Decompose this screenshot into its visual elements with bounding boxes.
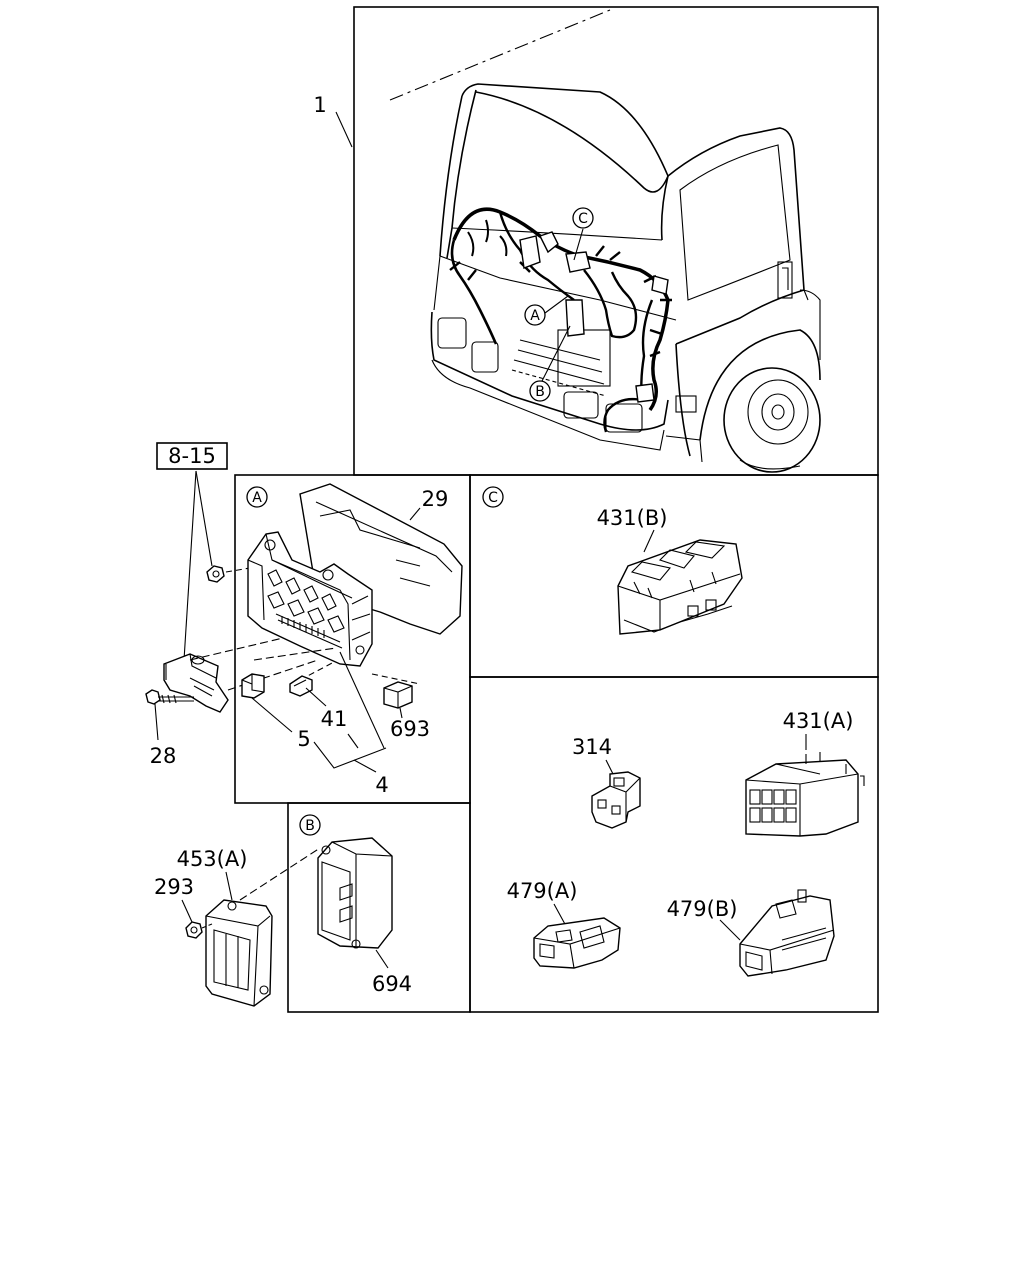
module-453A-illustration (205, 899, 273, 1007)
part-label-314: 314 (572, 735, 612, 759)
connector-479B-illustration (739, 889, 835, 977)
truck-cab-illustration (389, 9, 821, 473)
panel-B-callout: B (299, 814, 321, 836)
part-label-431B: 431(B) (597, 506, 668, 530)
reference-box (156, 442, 228, 470)
panel-B-letter: B (305, 818, 315, 834)
callout-B-letter: B (535, 384, 545, 400)
fuse-box-body (247, 531, 373, 667)
part-label-28: 28 (150, 744, 177, 768)
bolt-part-illustration (145, 689, 194, 741)
connector-314-illustration (591, 771, 641, 829)
wiring-harness (449, 207, 672, 433)
part-label-694: 694 (372, 972, 412, 996)
control-unit-694-illustration (317, 837, 393, 949)
panel-C-letter: C (488, 490, 498, 506)
relay-693-illustration (383, 681, 413, 709)
nut-293-illustration (185, 921, 203, 939)
part-label-29: 29 (422, 487, 449, 511)
part-label-453A: 453(A) (177, 847, 248, 871)
part-label-1: 1 (313, 93, 326, 117)
connector-431A-illustration (745, 752, 865, 837)
callout-A-letter: A (530, 308, 540, 324)
connector-479A-illustration (533, 917, 621, 969)
part-label-431A: 431(A) (783, 709, 854, 733)
cab-callout-leaders (335, 111, 584, 382)
callout-A-top: A (524, 304, 546, 326)
relay-part-illustration (241, 673, 265, 699)
part-label-4: 4 (375, 773, 388, 797)
part-label-479B: 479(B) (667, 897, 738, 921)
connector-431B-illustration (617, 539, 743, 635)
panel-C-callout: C (482, 486, 504, 508)
fuse-part-illustration (289, 675, 313, 697)
callout-C-top: C (572, 207, 594, 229)
part-label-693: 693 (390, 717, 430, 741)
callout-B-top: B (529, 380, 551, 402)
part-label-293: 293 (154, 875, 194, 899)
bracket-part-illustration (163, 653, 229, 713)
panel-frames (234, 6, 879, 1013)
nut-part-illustration (206, 565, 225, 583)
part-label-41: 41 (321, 707, 348, 731)
reference-label-8-15: 8-15 (168, 444, 216, 468)
callout-C-letter: C (578, 211, 588, 227)
part-label-5: 5 (297, 727, 310, 751)
part-label-479A: 479(A) (507, 879, 578, 903)
panel-A-letter: A (252, 490, 262, 506)
panel-A-callout: A (246, 486, 268, 508)
